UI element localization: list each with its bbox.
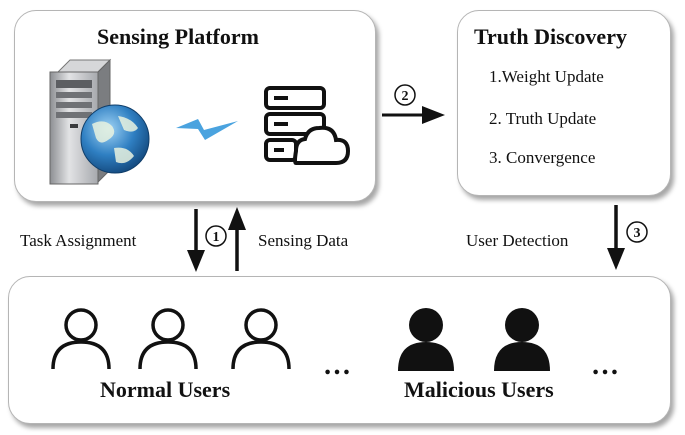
normal-user-icon: [138, 308, 198, 370]
arrow-task-assignment: [187, 209, 205, 272]
normal-users-ellipsis: …: [323, 350, 353, 381]
truth-discovery-box: [457, 10, 671, 196]
normal-user-icon: [51, 308, 111, 370]
sensing-data-label: Sensing Data: [258, 231, 349, 250]
malicious-user-icon: [398, 308, 454, 371]
arrow-to-truth-discovery: [382, 106, 445, 124]
sensing-platform-title: Sensing Platform: [97, 24, 259, 49]
malicious-user-icon: [494, 308, 550, 371]
server-globe-icon: [49, 58, 150, 185]
arrow-sensing-data: [228, 207, 246, 271]
database-cloud-icon: [264, 86, 351, 165]
wireless-signal-icon: [176, 119, 238, 140]
normal-user-icon: [231, 308, 291, 370]
step-marker-1-text: 1: [213, 230, 220, 245]
step-weight-update: 1.Weight Update: [489, 67, 604, 86]
task-assignment-label: Task Assignment: [20, 231, 137, 250]
step-marker-3-text: 3: [634, 226, 641, 241]
users-box: [8, 276, 671, 424]
step-marker-1: 1: [205, 225, 227, 247]
malicious-users-label: Malicious Users: [404, 377, 554, 402]
truth-discovery-title: Truth Discovery: [474, 24, 627, 49]
normal-users-label: Normal Users: [100, 377, 231, 402]
step-marker-3: 3: [626, 221, 648, 243]
arrow-user-detection: [607, 205, 625, 270]
user-detection-label: User Detection: [466, 231, 569, 250]
step-marker-2: 2: [394, 84, 416, 106]
step-marker-2-text: 2: [402, 89, 409, 104]
step-convergence: 3. Convergence: [489, 148, 596, 167]
step-truth-update: 2. Truth Update: [489, 109, 597, 128]
malicious-users-ellipsis: …: [591, 350, 621, 381]
